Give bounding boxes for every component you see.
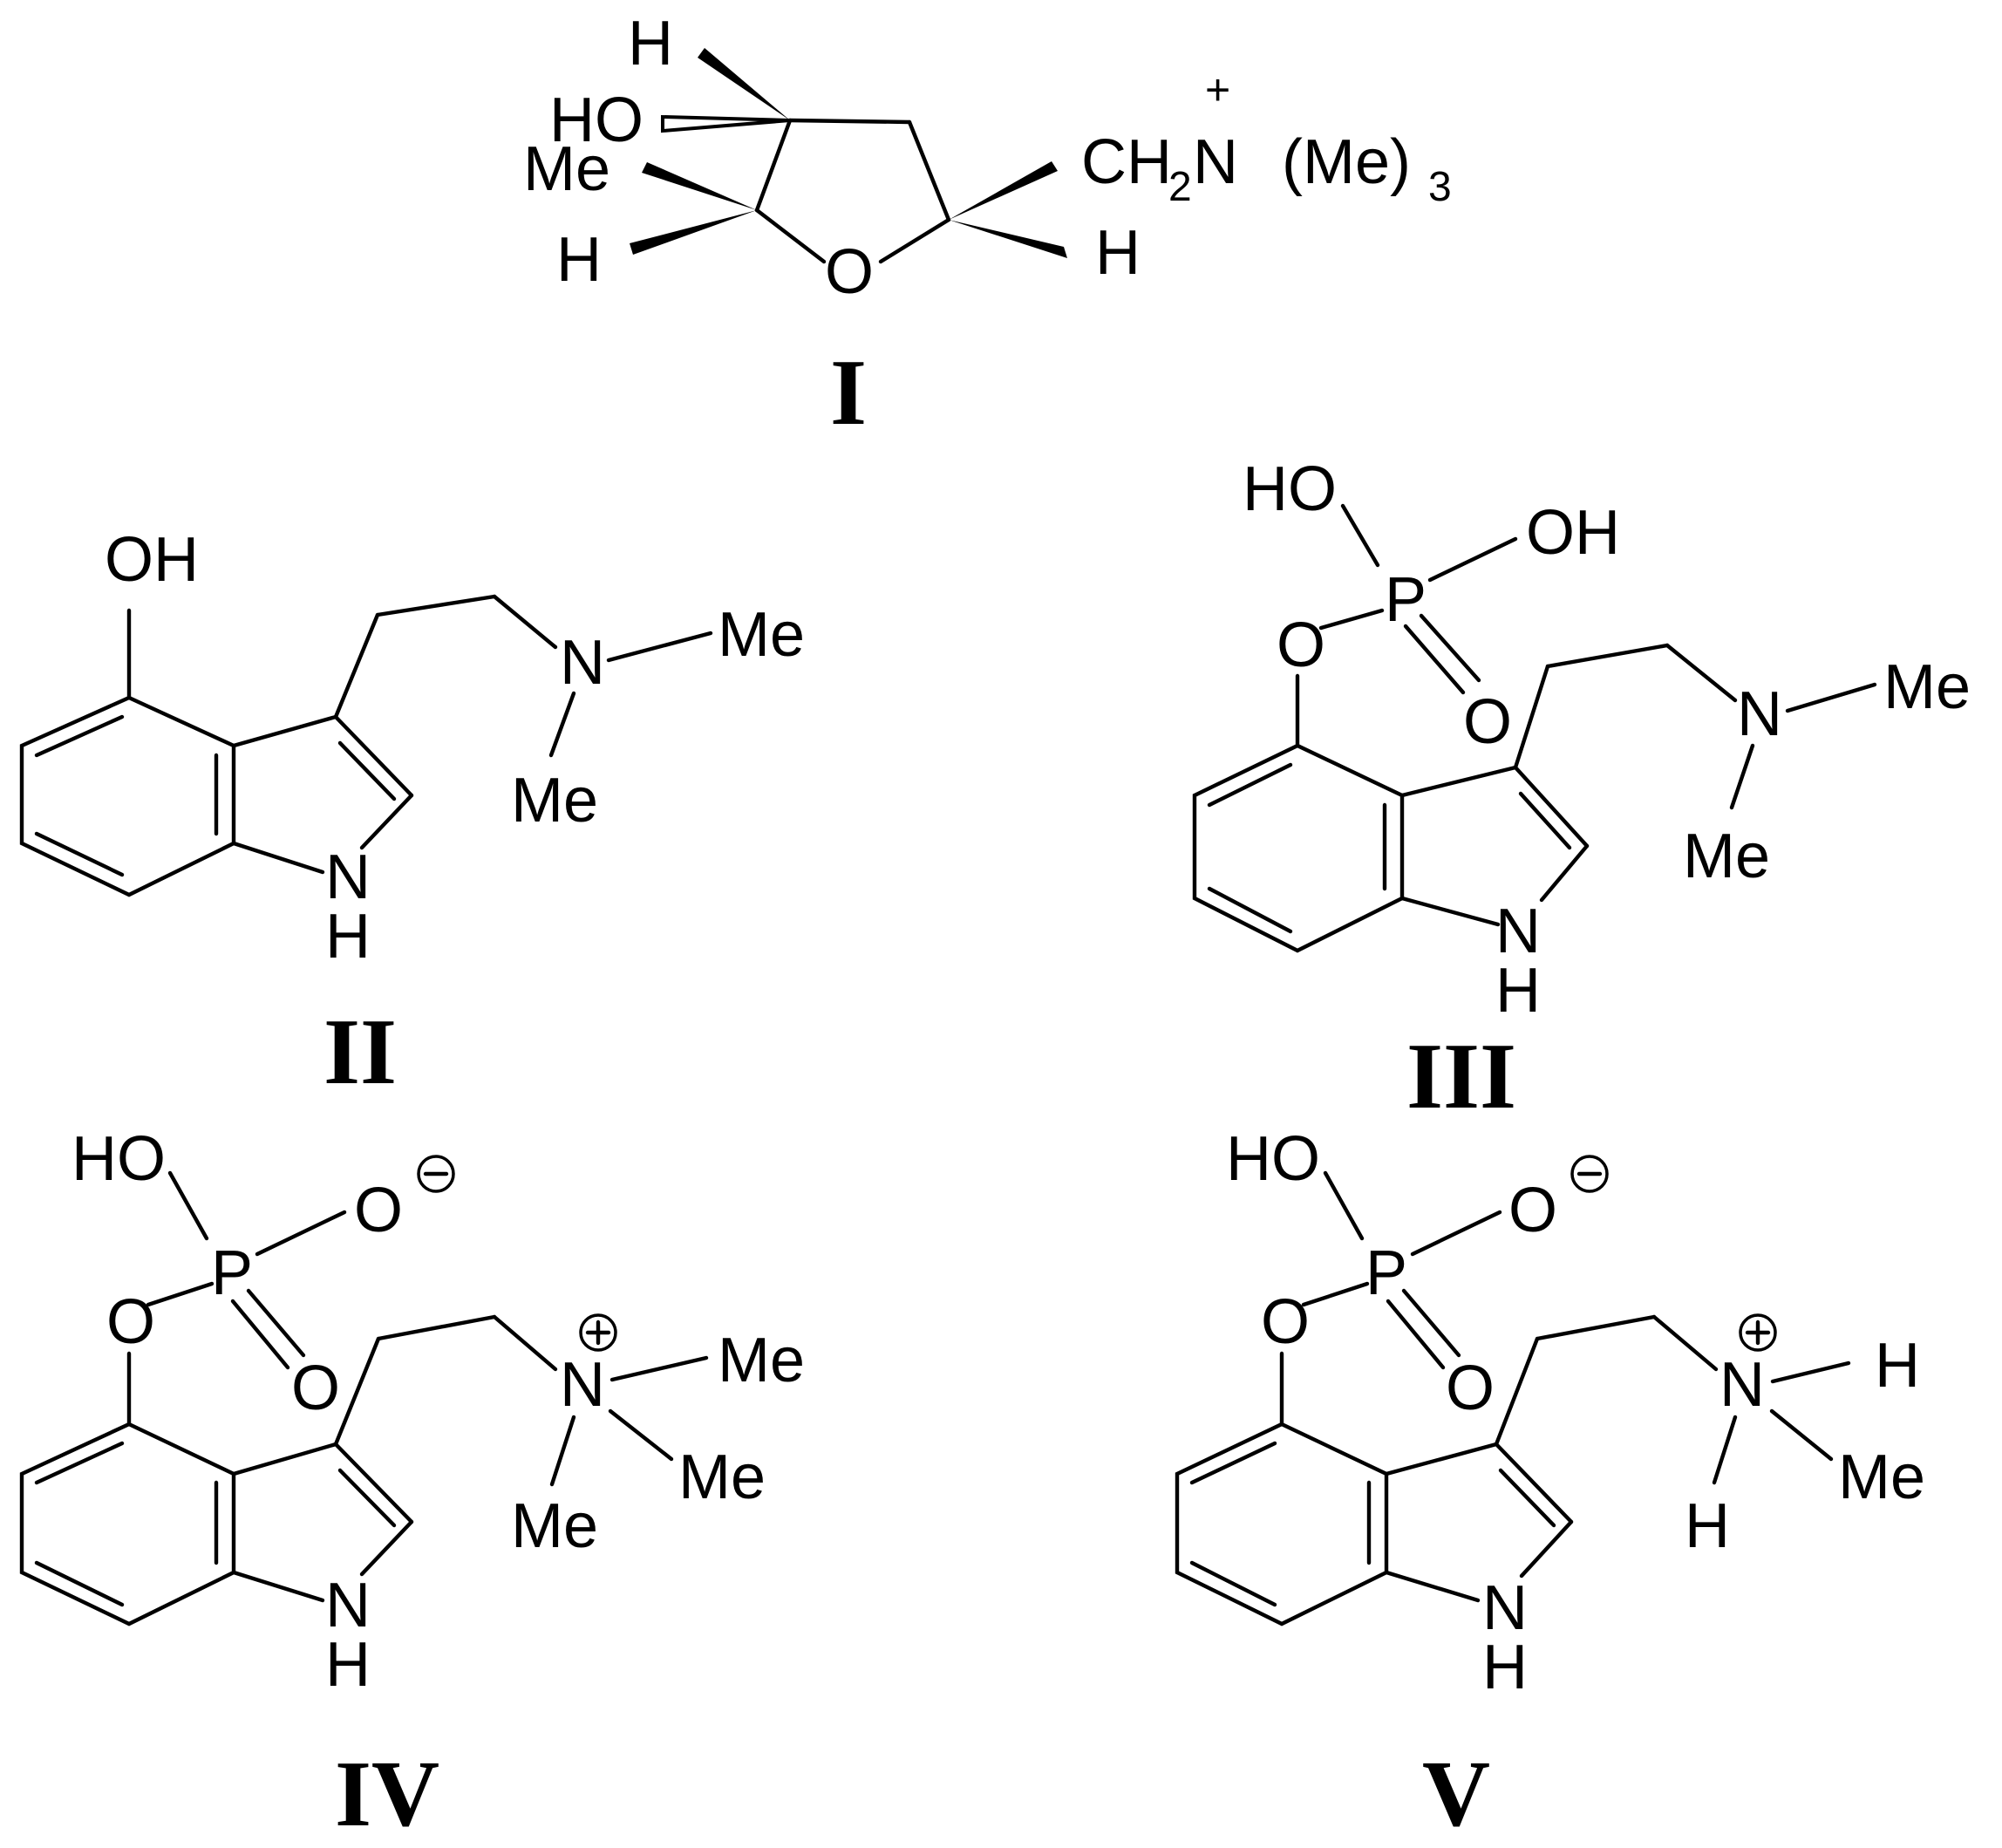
quaternary-nitrogen-label: N	[560, 1350, 605, 1420]
ammonium-hydrogen-label: H	[1685, 1491, 1730, 1561]
indole-hydrogen-label: H	[1482, 1633, 1528, 1702]
ester-oxygen-label: O	[1261, 1287, 1310, 1357]
phosphoryl-oxygen-label: O	[291, 1354, 340, 1423]
phosphorus-label: P	[1385, 565, 1427, 635]
ester-oxygen-label: O	[1277, 610, 1325, 680]
compound-caption: V	[1422, 1742, 1490, 1846]
indole-nitrogen-label: N	[325, 842, 371, 912]
methyl-label: Me	[523, 134, 610, 204]
compound-caption: II	[323, 1000, 397, 1104]
methyl-label: Me	[718, 1326, 805, 1395]
hydroxyl-label: HO	[1226, 1124, 1320, 1194]
amine-nitrogen-label: N	[1737, 679, 1782, 749]
methyl-label: Me	[678, 1442, 766, 1512]
indole-hydrogen-label: H	[325, 1630, 371, 1700]
wedge-bond	[949, 161, 1058, 220]
structure-III-bonds	[1192, 503, 1877, 953]
methyl-label: Me	[1683, 822, 1770, 891]
svg-text:CH: CH	[1081, 127, 1172, 197]
phosphorus-label: P	[211, 1238, 253, 1308]
structure-III: HO OH P O O N Me Me N H III	[1192, 454, 1971, 1129]
amine-nitrogen-label: N	[560, 628, 605, 698]
wedge-bond	[630, 210, 757, 255]
structure-II: OH N Me Me N H II	[19, 525, 805, 1104]
ammonium-nitrogen-label: N	[1719, 1350, 1765, 1420]
wedge-bond	[698, 48, 790, 120]
compound-caption: I	[830, 341, 867, 445]
wedge-bond	[949, 220, 1067, 258]
hydrogen-label: H	[628, 9, 673, 78]
methyl-label: Me	[718, 600, 805, 670]
indole-nitrogen-label: N	[325, 1571, 371, 1640]
ester-oxygen-label: O	[106, 1287, 155, 1357]
indole-nitrogen-label: N	[1495, 897, 1541, 966]
ammonium-hydrogen-label: H	[1875, 1331, 1920, 1401]
indole-hydrogen-label: H	[1495, 956, 1541, 1026]
hydroxyl-label: HO	[549, 85, 644, 155]
negative-charge-icon	[1570, 1155, 1609, 1193]
svg-text:N: N	[1193, 127, 1238, 197]
wedge-bond	[642, 162, 757, 210]
compound-caption: III	[1406, 1025, 1516, 1129]
hydroxyl-label: OH	[105, 525, 199, 595]
svg-text:+: +	[1205, 65, 1230, 114]
indole-nitrogen-label: N	[1482, 1573, 1528, 1643]
methyl-label: Me	[1883, 652, 1971, 722]
anionic-oxygen-label: O	[354, 1176, 403, 1245]
structure-V: HO O P O O N H Me H N H V	[1175, 1124, 1925, 1846]
positive-charge-icon	[579, 1313, 617, 1352]
hashed-bond	[661, 114, 791, 133]
structure-I-bonds	[630, 48, 1067, 264]
anionic-oxygen-label: O	[1508, 1176, 1557, 1245]
svg-text:3: 3	[1428, 164, 1452, 210]
methyl-label: Me	[1838, 1442, 1925, 1512]
phosphorus-label: P	[1365, 1238, 1407, 1308]
structure-I: H HO Me H O H CH 2 N + (Me) 3 I	[523, 9, 1452, 445]
structure-IV: HO O P O O N Me Me Me N H IV	[19, 1124, 805, 1846]
ammonium-group-label: CH 2 N + (Me) 3	[1081, 65, 1452, 210]
svg-text:2: 2	[1168, 164, 1192, 210]
hydrogen-label: H	[1095, 218, 1141, 288]
structure-IV-bonds	[19, 1170, 709, 1626]
hydroxyl-label: OH	[1526, 498, 1620, 568]
indole-hydrogen-label: H	[325, 902, 371, 972]
phosphoryl-oxygen-label: O	[1463, 687, 1512, 757]
methyl-label: Me	[511, 1491, 598, 1561]
phosphoryl-oxygen-label: O	[1446, 1354, 1495, 1423]
ring-oxygen-label: O	[825, 237, 874, 307]
structure-V-bonds	[1175, 1170, 1851, 1626]
svg-text:(Me): (Me)	[1282, 127, 1411, 197]
compound-caption: IV	[335, 1742, 439, 1846]
hydrogen-label: H	[556, 225, 602, 295]
structure-II-bonds	[19, 594, 713, 897]
hydroxyl-label: HO	[72, 1124, 166, 1194]
positive-charge-icon	[1739, 1313, 1777, 1352]
methyl-label: Me	[511, 766, 598, 835]
negative-charge-icon	[417, 1155, 455, 1193]
hydroxyl-label: HO	[1243, 454, 1337, 524]
